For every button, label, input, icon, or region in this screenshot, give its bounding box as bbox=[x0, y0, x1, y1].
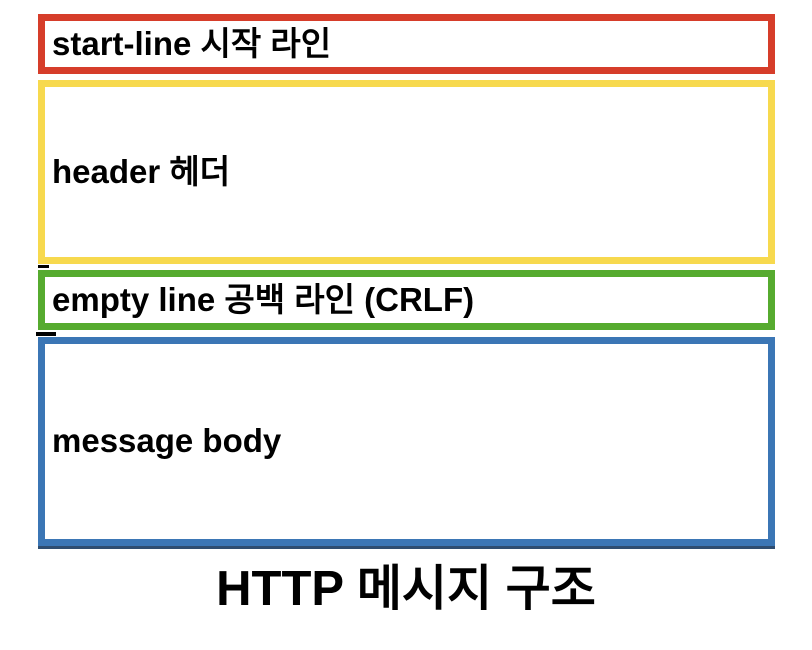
left-edge-tick-mark bbox=[38, 265, 49, 268]
header-label: header 헤더 bbox=[52, 152, 231, 190]
left-edge-tick-mark bbox=[36, 332, 56, 336]
empty-line-box: empty line 공백 라인 (CRLF) bbox=[38, 270, 775, 330]
start-line-box: start-line 시작 라인 bbox=[38, 14, 775, 74]
start-line-label: start-line 시작 라인 bbox=[52, 24, 332, 62]
empty-line-label: empty line 공백 라인 (CRLF) bbox=[52, 280, 475, 318]
message-body-box: message body bbox=[38, 337, 775, 546]
message-body-label: message body bbox=[52, 422, 282, 460]
diagram-title: HTTP 메시지 구조 bbox=[216, 562, 596, 616]
header-box: header 헤더 bbox=[38, 80, 775, 264]
